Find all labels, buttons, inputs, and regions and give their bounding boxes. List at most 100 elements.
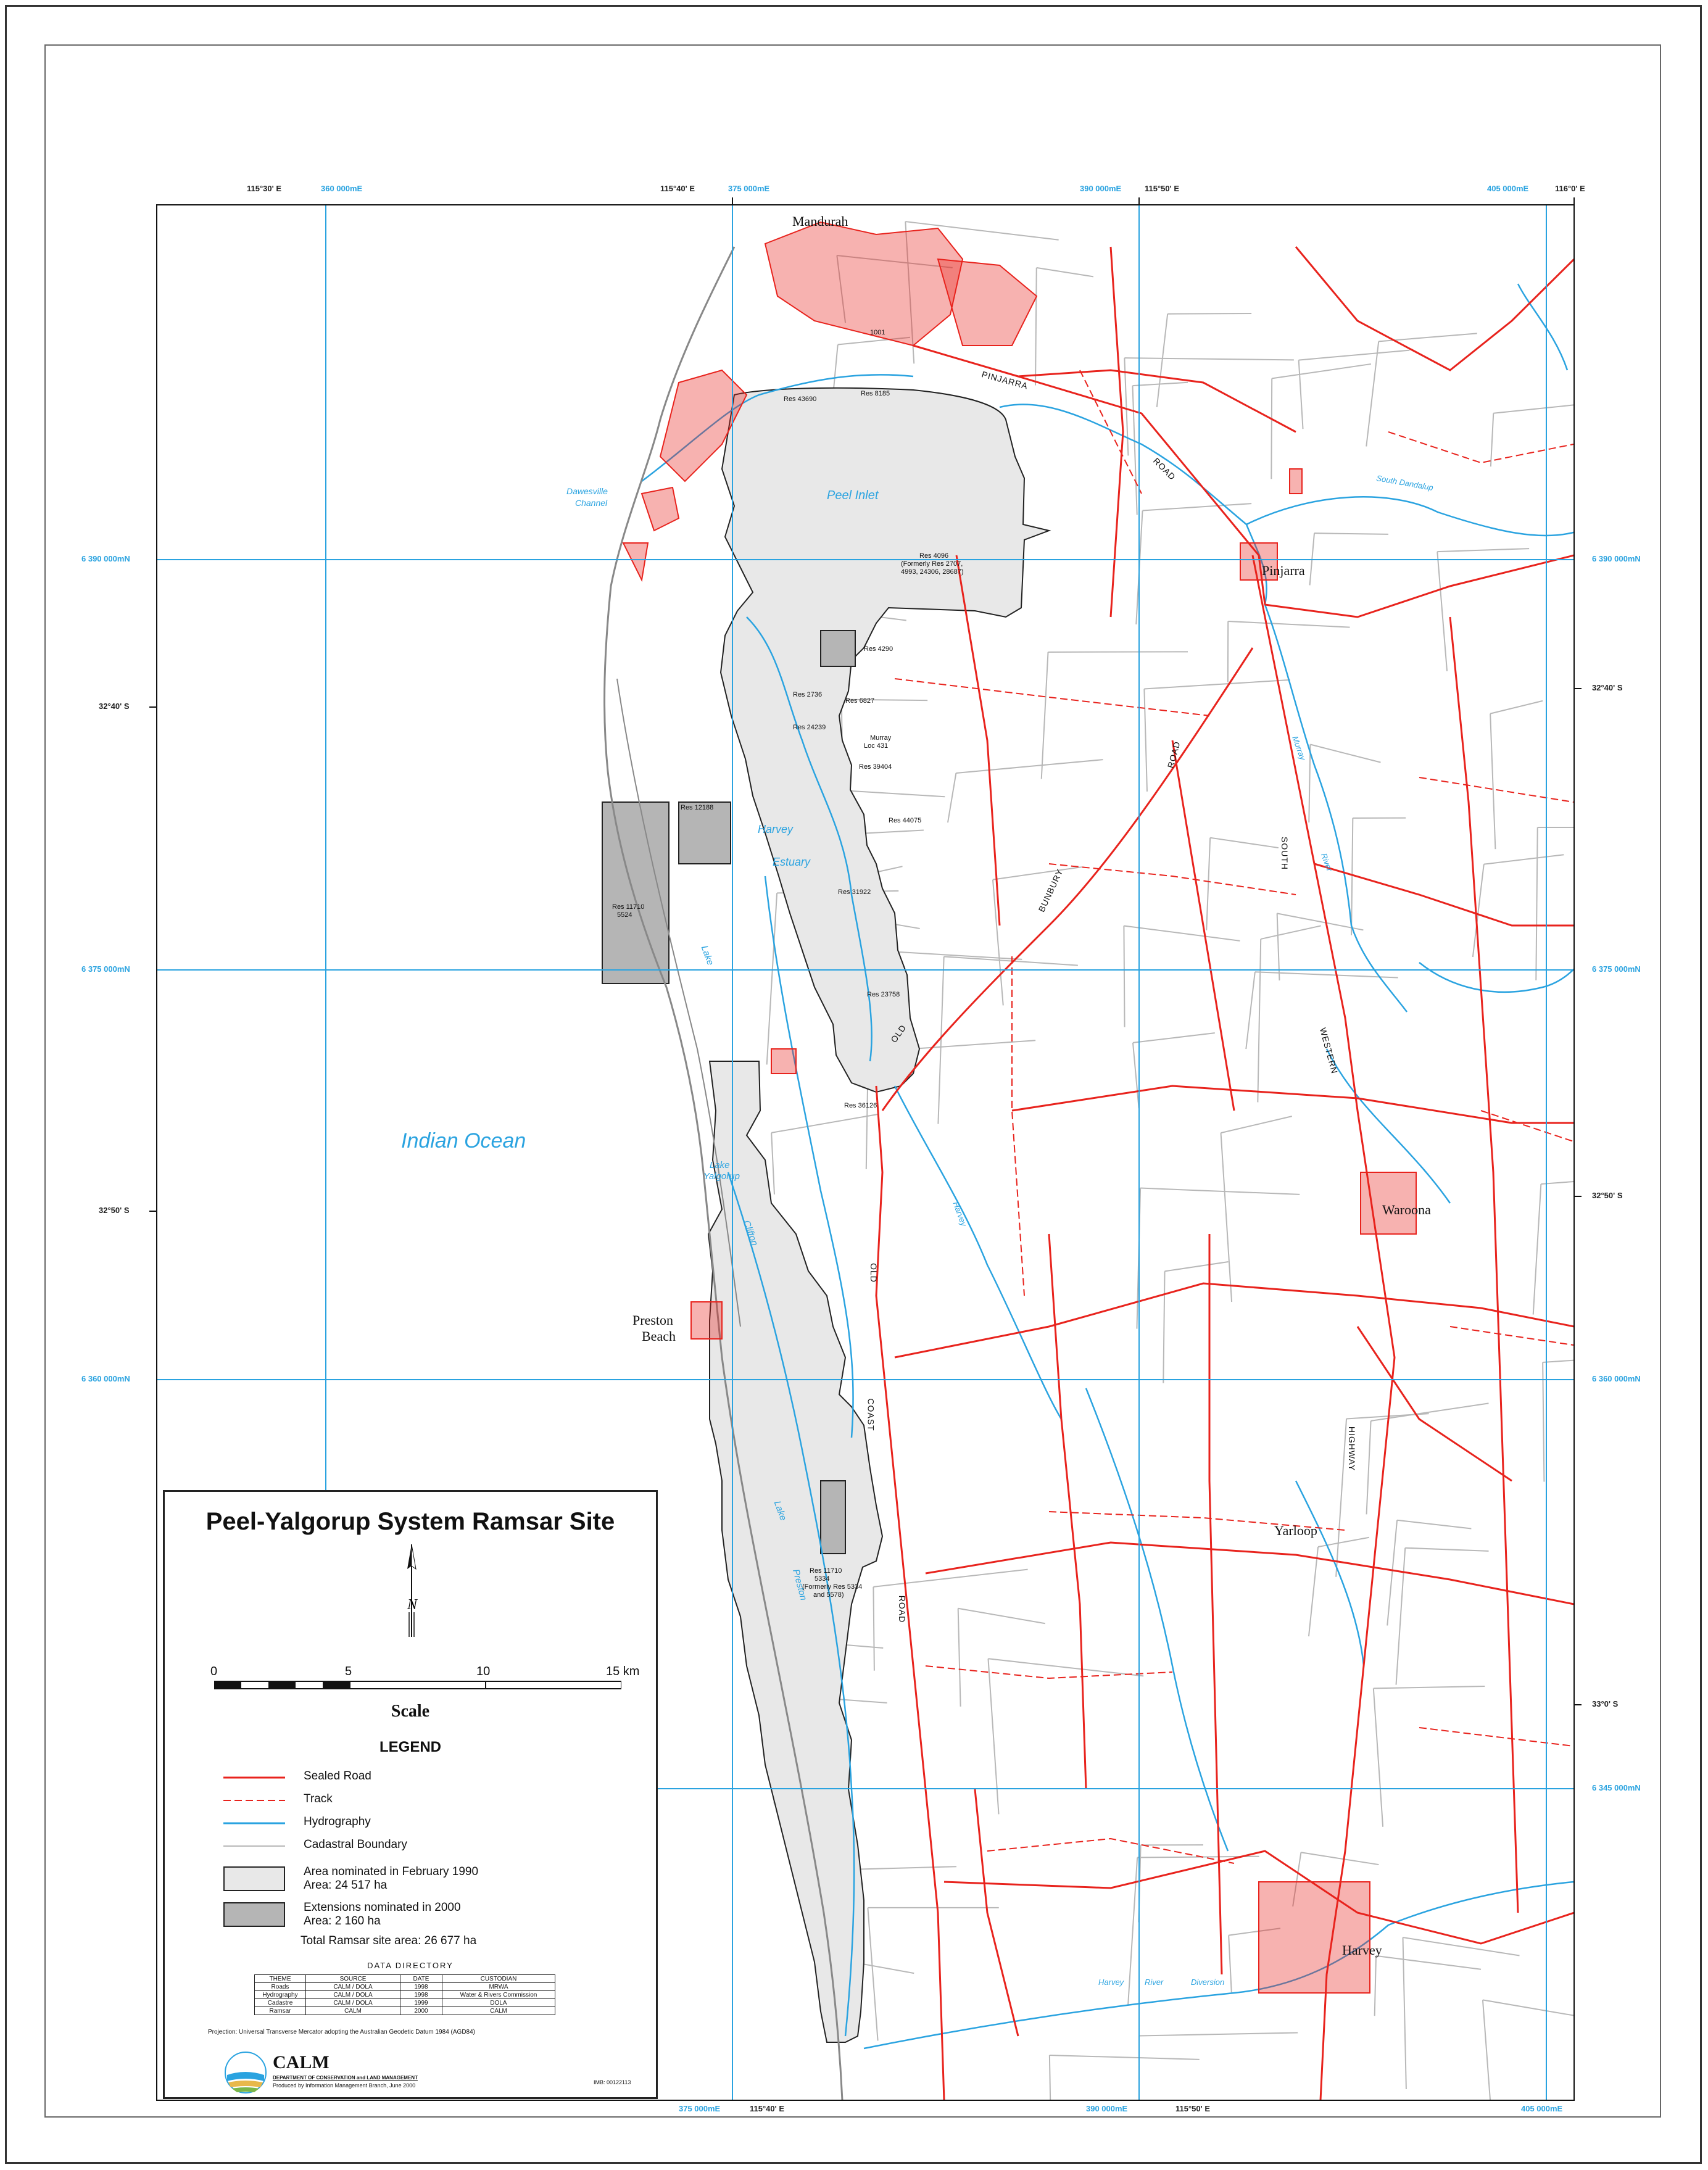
road-label-coast: COAST bbox=[866, 1398, 876, 1431]
right-northing-6375000: 6 375 000mN bbox=[1592, 964, 1641, 974]
map-neatline bbox=[156, 204, 1575, 2101]
label-lake-yalgorup-2: Yalgorup bbox=[703, 1171, 740, 1182]
north-symbol: N bbox=[407, 1597, 418, 1613]
left-lat-32-40: 32°40' S bbox=[99, 702, 130, 711]
res-label-1001: 1001 bbox=[870, 329, 885, 336]
grid-lines bbox=[157, 205, 1574, 2100]
ramsar-extension-2000-a bbox=[602, 801, 670, 984]
res-label-43690: Res 43690 bbox=[784, 395, 817, 403]
left-northing-6360000: 6 360 000mN bbox=[81, 1374, 130, 1383]
scale-10: 10 bbox=[476, 1665, 491, 1678]
town-preston-beach: Beach bbox=[642, 1328, 676, 1344]
res-label-8185: Res 8185 bbox=[861, 390, 890, 397]
table-row: Cadastre CALM / DOLA 1999 DOLA bbox=[254, 1998, 555, 2007]
label-dawesville-channel: Channel bbox=[575, 498, 608, 508]
projection-note: Projection: Universal Transverse Mercato… bbox=[208, 2029, 475, 2035]
track-lines bbox=[894, 370, 1574, 1864]
right-lat-33-0: 33°0' S bbox=[1592, 1699, 1619, 1708]
scale-0: 0 bbox=[210, 1665, 218, 1678]
scale-15km: 15 km bbox=[606, 1665, 640, 1678]
town-pinjarra: Pinjarra bbox=[1262, 563, 1305, 578]
graticule-ticks bbox=[149, 197, 1582, 1705]
left-northing-6375000: 6 375 000mN bbox=[81, 964, 130, 974]
coastal-dune bbox=[616, 678, 741, 1327]
res-label-4096: Res 4096 bbox=[919, 552, 949, 560]
legend-item-extension-2000: Extensions nominated in 2000 Area: 2 160… bbox=[165, 1901, 656, 1932]
res-label-24239: Res 24239 bbox=[793, 724, 826, 731]
data-directory-title: DATA DIRECTORY bbox=[367, 1961, 454, 1970]
town-waroona: Waroona bbox=[1382, 1202, 1431, 1217]
scale-caption: Scale bbox=[391, 1702, 430, 1721]
label-harvey: Harvey bbox=[758, 823, 794, 835]
ramsar-area-1990-south bbox=[707, 1061, 884, 2043]
urban-areas bbox=[622, 221, 1417, 1994]
road-label-old-2: OLD bbox=[868, 1263, 879, 1283]
label-harvey-estuary: Estuary bbox=[773, 856, 811, 868]
top-easting-390000: 390 000mE bbox=[1080, 184, 1122, 193]
res-label-11710-formerly: (Formerly Res 5334 bbox=[802, 1583, 863, 1591]
res-label-4290: Res 4290 bbox=[864, 645, 893, 653]
calm-name: CALM bbox=[273, 2052, 330, 2073]
res-label-36126: Res 36126 bbox=[844, 1102, 877, 1109]
res-label-4096-list: 4993, 24306, 28687) bbox=[901, 568, 964, 576]
top-easting-375000: 375 000mE bbox=[728, 184, 770, 193]
legend-item-area-1990: Area nominated in February 1990 Area: 24… bbox=[165, 1865, 656, 1896]
bottom-lon-115-40: 115°40' E bbox=[750, 2104, 785, 2113]
top-lon-115-50: 115°50' E bbox=[1145, 184, 1180, 193]
table-row: Ramsar CALM 2000 CALM bbox=[254, 2006, 555, 2015]
calm-full-name: DEPARTMENT OF CONSERVATION and LAND MANA… bbox=[273, 2075, 418, 2081]
bottom-easting-390000: 390 000mE bbox=[1086, 2104, 1128, 2113]
top-lon-115-40: 115°40' E bbox=[660, 184, 695, 193]
data-directory-table: THEME SOURCE DATE CUSTODIAN Roads CALM /… bbox=[254, 1974, 555, 2015]
hydrography-lines bbox=[641, 283, 1574, 2050]
label-indian-ocean: Indian Ocean bbox=[401, 1129, 526, 1153]
res-label-11710-and: and 5578) bbox=[813, 1591, 844, 1599]
north-arrow-icon bbox=[407, 1544, 417, 1637]
top-easting-360000: 360 000mE bbox=[321, 184, 363, 193]
bottom-easting-405000: 405 000mE bbox=[1521, 2104, 1563, 2113]
res-label-39404: Res 39404 bbox=[859, 763, 892, 771]
total-ramsar-area: Total Ramsar site area: 26 677 ha bbox=[301, 1934, 477, 1947]
ramsar-extension-2000-b bbox=[678, 801, 731, 864]
legend-heading: LEGEND bbox=[379, 1739, 441, 1755]
label-harvey-diversion-2: River bbox=[1145, 1977, 1164, 1987]
right-northing-6360000: 6 360 000mN bbox=[1592, 1374, 1641, 1383]
town-harvey: Harvey bbox=[1342, 1942, 1382, 1958]
left-northing-6390000: 6 390 000mN bbox=[81, 554, 130, 563]
coastline bbox=[603, 246, 844, 2100]
label-dawesville: Dawesville bbox=[566, 486, 608, 496]
map-outer-frame bbox=[5, 5, 1702, 2164]
left-lat-32-50: 32°50' S bbox=[99, 1206, 130, 1215]
res-label-2736: Res 2736 bbox=[793, 691, 823, 698]
top-lon-115-30: 115°30' E bbox=[247, 184, 282, 193]
town-yarloop: Yarloop bbox=[1274, 1523, 1317, 1538]
right-lat-32-50: 32°50' S bbox=[1592, 1191, 1623, 1200]
bottom-lon-115-50: 115°50' E bbox=[1175, 2104, 1211, 2113]
table-row: Roads CALM / DOLA 1998 MRWA bbox=[254, 1982, 555, 1991]
sealed-roads bbox=[875, 246, 1574, 2100]
res-label-11710-5334: 5334 bbox=[815, 1575, 830, 1583]
right-northing-6345000: 6 345 000mN bbox=[1592, 1783, 1641, 1792]
table-header-row: THEME SOURCE DATE CUSTODIAN bbox=[254, 1974, 555, 1983]
res-label-murray: Murray bbox=[870, 734, 892, 742]
top-lon-116-0: 116°0' E bbox=[1555, 184, 1585, 193]
res-label-11710-5524: 5524 bbox=[617, 911, 632, 919]
ramsar-extension-2000-c bbox=[820, 630, 856, 667]
scale-bar bbox=[214, 1681, 621, 1689]
label-harvey-diversion-3: Diversion bbox=[1191, 1977, 1225, 1987]
res-label-11710-south: Res 11710 bbox=[810, 1567, 842, 1575]
right-lat-32-40: 32°40' S bbox=[1592, 683, 1623, 692]
ramsar-extension-2000-d bbox=[820, 1480, 846, 1554]
scale-5: 5 bbox=[345, 1665, 352, 1678]
legend-panel: Peel-Yalgorup System Ramsar Site N 0 5 1… bbox=[163, 1490, 658, 2099]
road-label-highway: HIGHWAY bbox=[1347, 1426, 1358, 1472]
label-harvey-diversion-1: Harvey bbox=[1098, 1977, 1124, 1987]
legend-item-track: Track bbox=[223, 1792, 333, 1805]
res-label-murray-loc: Loc 431 bbox=[864, 742, 889, 750]
res-label-12188: Res 12188 bbox=[681, 804, 714, 811]
town-mandurah: Mandurah bbox=[792, 213, 848, 229]
calm-logo-icon bbox=[225, 2052, 267, 2093]
res-label-44075: Res 44075 bbox=[889, 817, 922, 824]
legend-title: Peel-Yalgorup System Ramsar Site bbox=[205, 1508, 615, 1535]
